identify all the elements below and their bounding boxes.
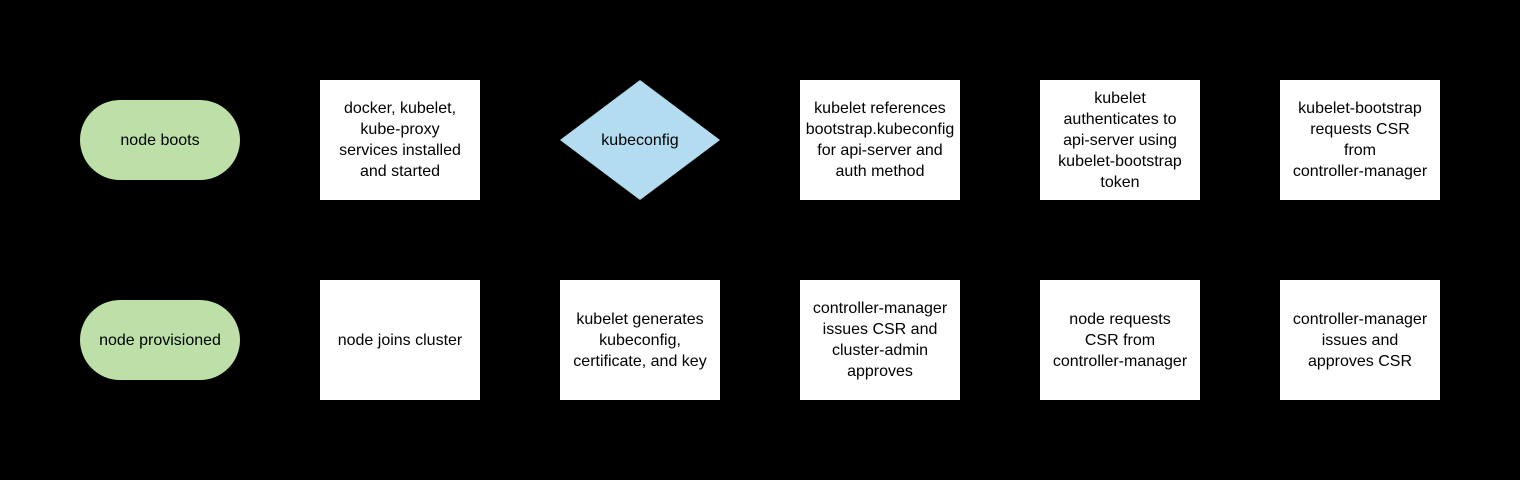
node-label: node provisioned — [99, 331, 221, 349]
process-cm-issues-and-approves-csr: controller-manager issues and approves C… — [1280, 280, 1440, 400]
node-label-line: kubelet — [1094, 89, 1146, 107]
node-label-line: kubelet references — [814, 100, 946, 117]
node-label-line: docker, kubelet, — [343, 100, 457, 117]
process-node-requests-csr: node requests CSR from controller-manage… — [1040, 280, 1200, 400]
node-label-line: api-server using — [1063, 131, 1177, 149]
node-label-line: kubelet generates — [576, 310, 704, 328]
process-cm-issues-csr-cluster-admin-approves: controller-manager issues CSR and cluste… — [800, 280, 960, 400]
process-kubelet-references-bootstrap: kubelet references bootstrap.kubeconfig … — [800, 80, 960, 200]
node-label-line: node requests — [1069, 310, 1171, 328]
node-label-line: cluster-admin — [831, 342, 929, 359]
node-label-line: approves — [847, 363, 913, 380]
terminal-node-boots: node boots — [80, 100, 240, 180]
node-label-line: token — [1100, 173, 1140, 191]
process-kubelet-bootstrap-requests-csr: kubelet-bootstrap requests CSR from cont… — [1280, 80, 1440, 200]
node-label-line: CSR from — [1084, 331, 1156, 349]
node-label-line: kube-proxy — [360, 121, 440, 138]
node-label-line: authenticates to — [1063, 110, 1177, 128]
node-label-line: approves CSR — [1307, 352, 1413, 370]
node-label-line: from — [1344, 142, 1376, 159]
process-kubelet-authenticates: kubelet authenticates to api-server usin… — [1040, 80, 1200, 200]
node-label-line: and started — [359, 163, 441, 180]
node-label-line: kubeconfig, — [599, 331, 681, 349]
decision-kubeconfig-diamond: kubeconfig — [560, 80, 720, 200]
node-label-line: controller-manager — [1292, 163, 1428, 180]
node-label-line: certificate, and key — [573, 352, 707, 370]
process-kubelet-generates-kubeconfig: kubelet generates kubeconfig, certificat… — [560, 280, 720, 400]
node-label-line: bootstrap.kubeconfig — [805, 121, 955, 138]
node-label-line: controller-manager — [812, 300, 948, 317]
node-label-line: kubelet-bootstrap — [1058, 152, 1182, 170]
node-label-line: issues CSR and — [822, 321, 938, 338]
node-label: node boots — [120, 131, 200, 149]
node-label: kubeconfig — [601, 131, 679, 149]
process-services-installed: docker, kubelet, kube-proxy services ins… — [320, 80, 480, 200]
node-label-line: requests CSR — [1310, 121, 1410, 138]
node-label-line: auth method — [835, 163, 925, 180]
node-label-line: services installed — [339, 142, 461, 159]
node-label-line: issues and — [1321, 331, 1399, 349]
node-label: node joins cluster — [337, 331, 463, 349]
node-label-line: kubelet-bootstrap — [1298, 100, 1422, 117]
node-label-line: for api-server and — [817, 142, 943, 159]
node-label-line: controller-manager — [1292, 310, 1428, 328]
process-node-joins-cluster: node joins cluster — [320, 280, 480, 400]
terminal-node-provisioned: node provisioned — [80, 300, 240, 380]
node-label-line: controller-manager — [1052, 352, 1188, 370]
